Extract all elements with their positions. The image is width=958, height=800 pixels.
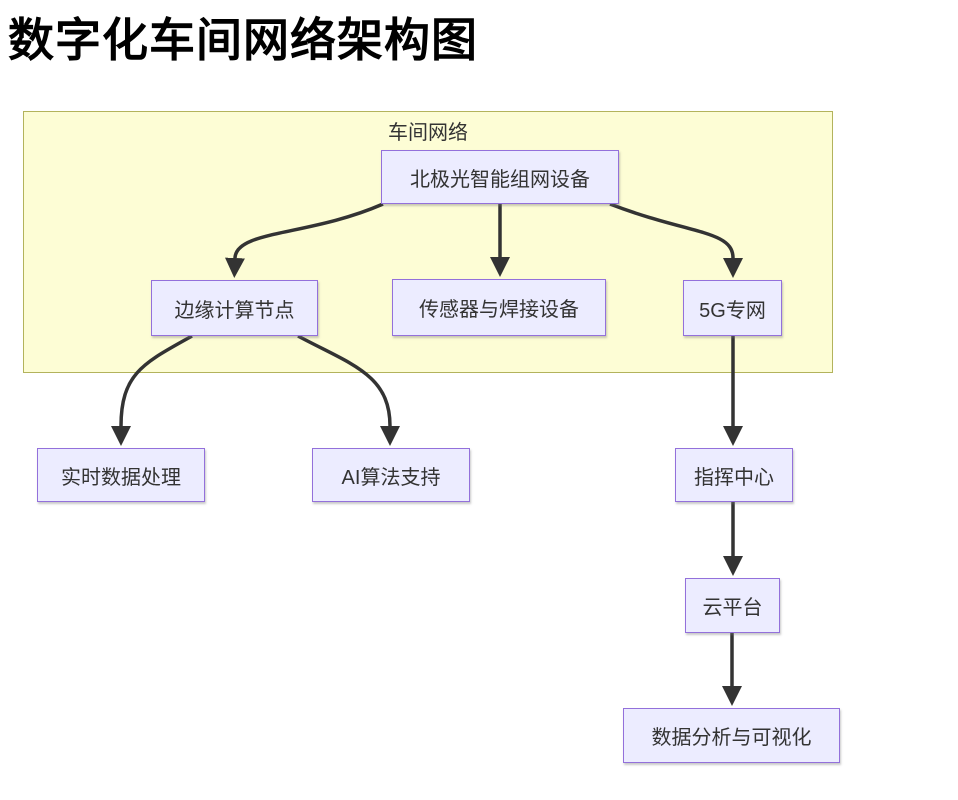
- cluster-label: 车间网络: [388, 122, 468, 144]
- node-realtime-data: 实时数据处理: [37, 448, 205, 502]
- node-sensors-welding: 传感器与焊接设备: [392, 279, 606, 336]
- node-command-center: 指挥中心: [675, 448, 793, 502]
- node-gateway: 北极光智能组网设备: [381, 150, 619, 204]
- node-ai-algorithm: AI算法支持: [312, 448, 470, 502]
- node-5g-network: 5G专网: [683, 280, 782, 336]
- page-title: 数字化车间网络架构图: [8, 14, 478, 66]
- node-data-analytics: 数据分析与可视化: [623, 708, 840, 763]
- node-edge-computing: 边缘计算节点: [151, 280, 318, 336]
- node-cloud-platform: 云平台: [685, 578, 780, 633]
